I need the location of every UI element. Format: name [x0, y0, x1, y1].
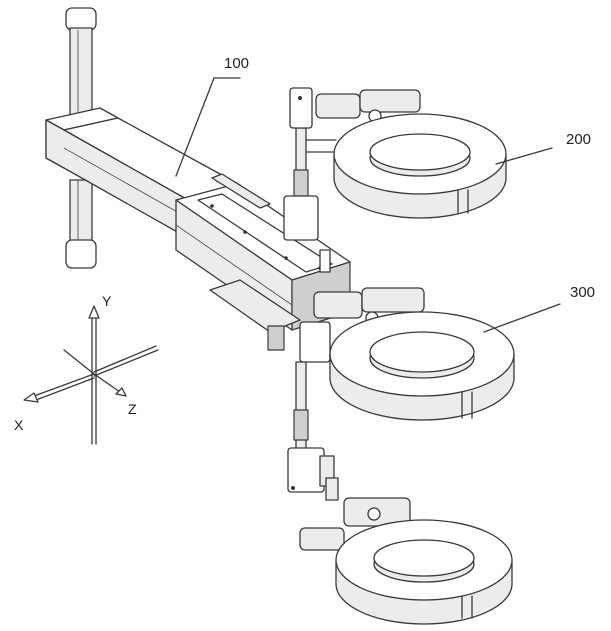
leader-lines	[175, 77, 561, 333]
vertical-column	[65, 7, 97, 269]
upper-ring-assembly	[283, 87, 507, 241]
label-middle-ring: 300	[570, 284, 595, 301]
label-upper-ring: 200	[566, 131, 591, 148]
axis-label-y: Y	[102, 293, 112, 309]
axis-label-x: X	[14, 417, 24, 433]
label-arm: 100	[224, 55, 249, 72]
axis-label-z: Z	[128, 401, 137, 417]
lower-ring-assembly	[287, 361, 513, 625]
middle-ring-assembly	[299, 287, 515, 421]
horizontal-arm	[45, 107, 351, 351]
axis-indicator	[23, 305, 159, 445]
